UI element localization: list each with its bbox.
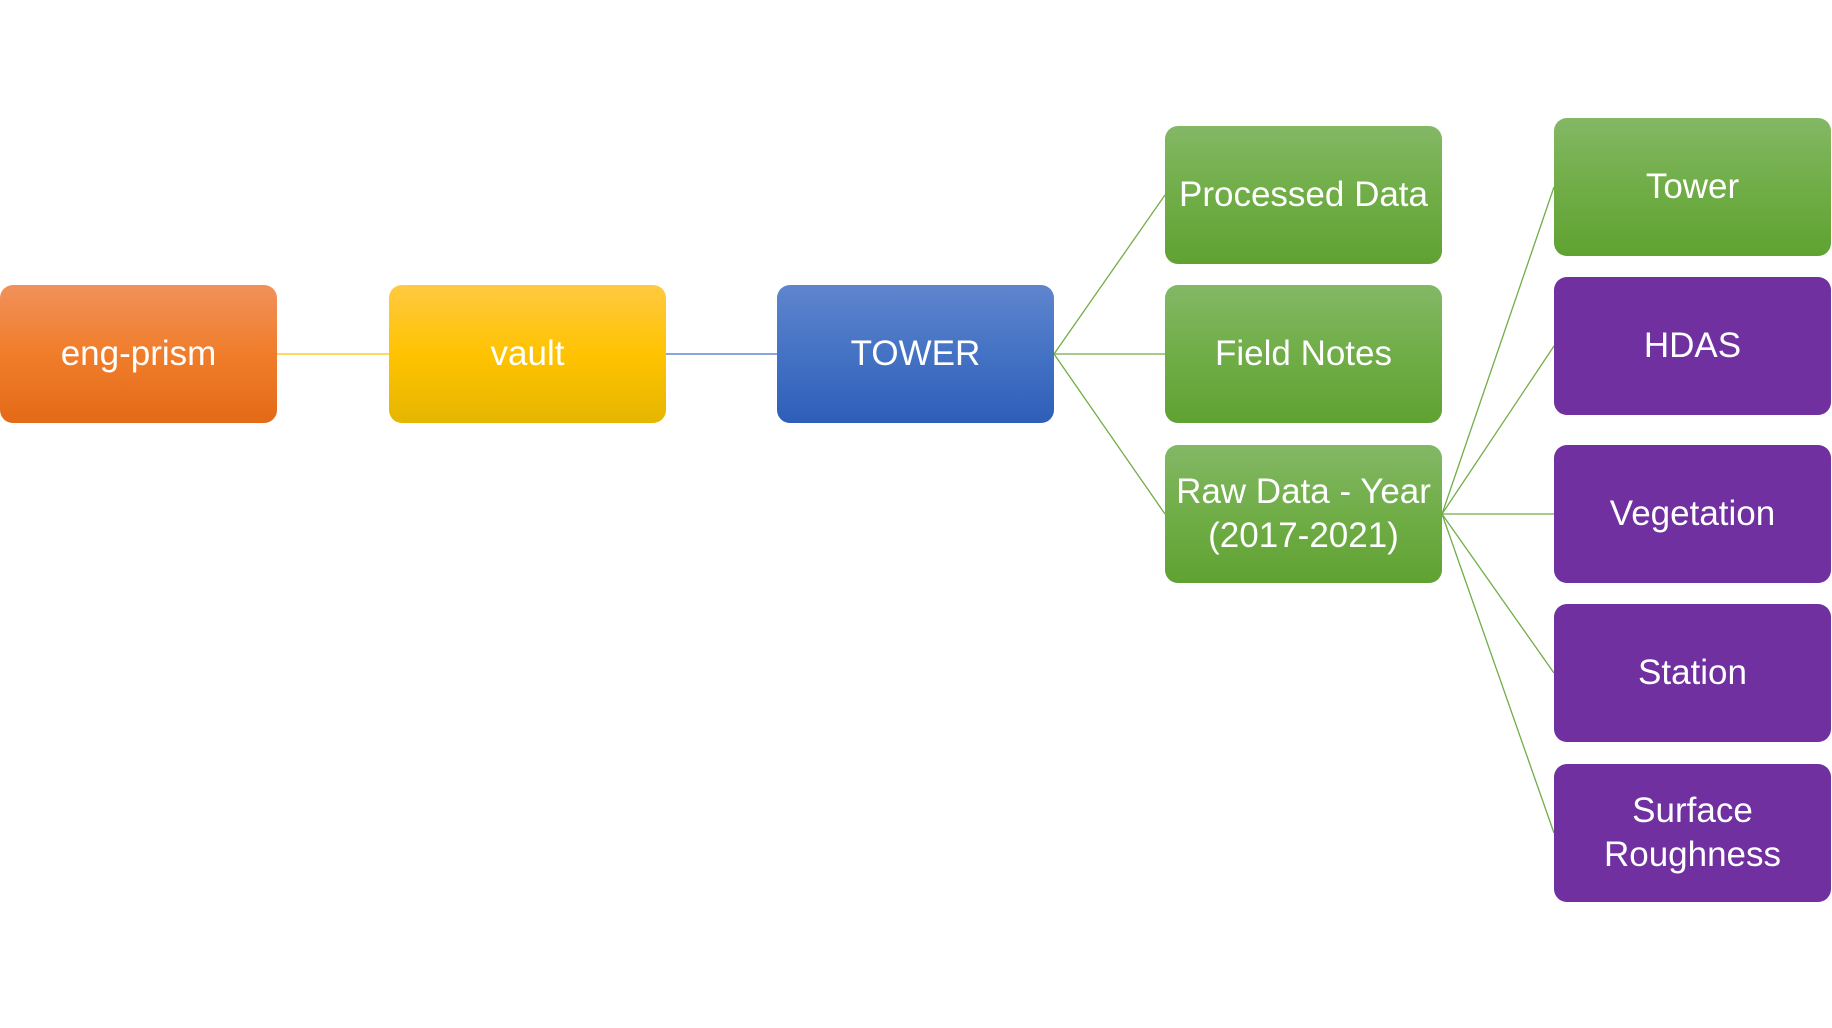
node-label: Station bbox=[1638, 653, 1747, 692]
node-tower-root[interactable]: TOWER bbox=[777, 285, 1054, 423]
node-label: HDAS bbox=[1643, 326, 1742, 365]
node-raw-data[interactable]: Raw Data - Year (2017-2021) bbox=[1165, 445, 1442, 583]
node-surface-roughness[interactable]: Surface Roughness bbox=[1554, 764, 1831, 902]
node-field-notes[interactable]: Field Notes bbox=[1165, 285, 1442, 423]
connector-raw_data-to-surface_roughness bbox=[1441, 513, 1555, 834]
node-label: TOWER bbox=[850, 334, 981, 373]
connector-raw_data-to-hdas bbox=[1441, 345, 1555, 515]
node-label: Field Notes bbox=[1214, 334, 1393, 373]
node-label: Tower bbox=[1645, 167, 1740, 206]
node-vegetation[interactable]: Vegetation bbox=[1554, 445, 1831, 583]
node-label: eng-prism bbox=[60, 334, 217, 373]
node-station[interactable]: Station bbox=[1554, 604, 1831, 742]
node-label: Raw Data - Year (2017-2021) bbox=[1176, 472, 1431, 555]
node-processed-data[interactable]: Processed Data bbox=[1165, 126, 1442, 264]
node-label: Surface Roughness bbox=[1603, 791, 1782, 874]
node-vault[interactable]: vault bbox=[389, 285, 666, 423]
connector-raw_data-to-station bbox=[1441, 513, 1555, 674]
node-tower[interactable]: Tower bbox=[1554, 118, 1831, 256]
node-label: vault bbox=[490, 334, 565, 373]
node-label: Vegetation bbox=[1609, 494, 1776, 533]
node-eng-prism[interactable]: eng-prism bbox=[0, 285, 277, 423]
node-hdas[interactable]: HDAS bbox=[1554, 277, 1831, 415]
node-label: Processed Data bbox=[1178, 175, 1429, 214]
connector-raw_data-to-tower bbox=[1441, 186, 1555, 515]
connector-tower_root-to-processed_data bbox=[1053, 194, 1166, 355]
connector-tower_root-to-raw_data bbox=[1053, 353, 1166, 515]
